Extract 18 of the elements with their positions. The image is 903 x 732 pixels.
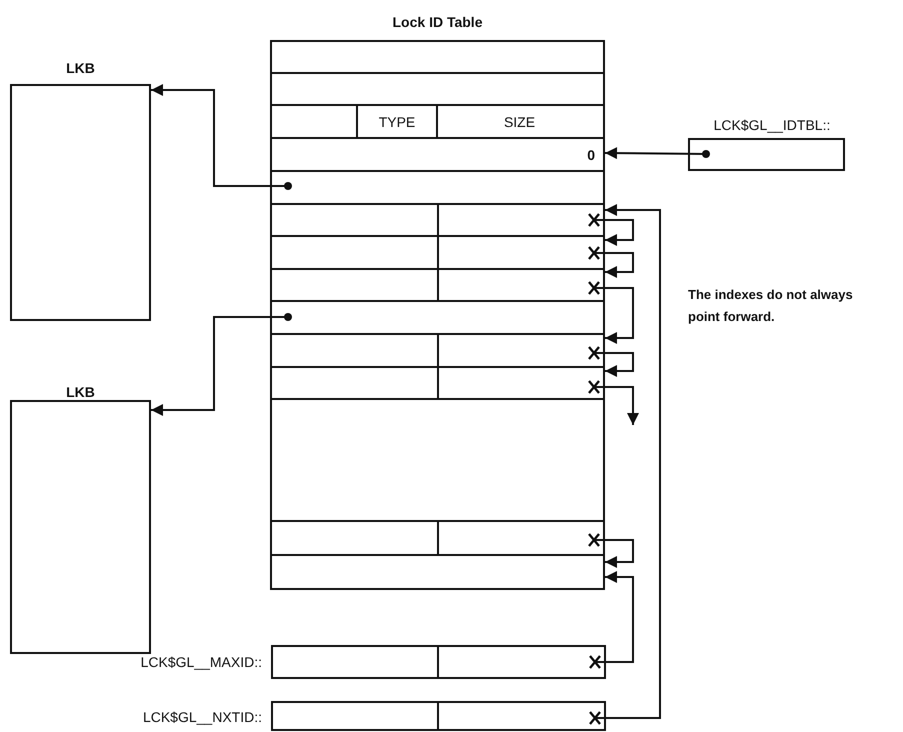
arrow [594,252,634,278]
box-label: LKB [65,60,96,76]
note-text: The indexes do not always point forward. [688,286,854,326]
field-name: SIZE [502,112,536,132]
arrow [594,386,639,425]
box-label: LCK$GL__NXTID:: [142,709,262,725]
field-name: TYPE [378,112,416,132]
arrow [594,352,634,377]
field-name: 0 [587,146,595,164]
arrow [595,204,661,719]
box-label: LCK$GL__MAXID:: [140,654,262,670]
arrow [595,571,634,663]
box-label: LCK$GL__IDTBL:: [712,117,832,133]
arrow [594,539,634,568]
table-title: Lock ID Table [392,14,484,30]
box-label: LKB [65,384,96,400]
arrow [594,287,634,344]
arrow [594,219,634,246]
